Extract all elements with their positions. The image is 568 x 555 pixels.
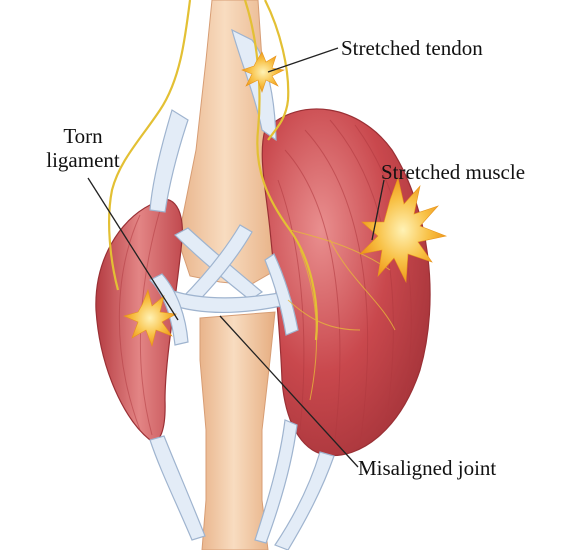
leader-line-tendon [268,48,338,72]
label-torn-ligament: Torn ligament [28,124,138,172]
label-misaligned-joint: Misaligned joint [358,456,496,480]
label-torn-ligament-line1: Torn [28,124,138,148]
label-stretched-tendon: Stretched tendon [341,36,483,60]
label-stretched-muscle: Stretched muscle [381,160,525,184]
label-torn-ligament-line2: ligament [28,148,138,172]
